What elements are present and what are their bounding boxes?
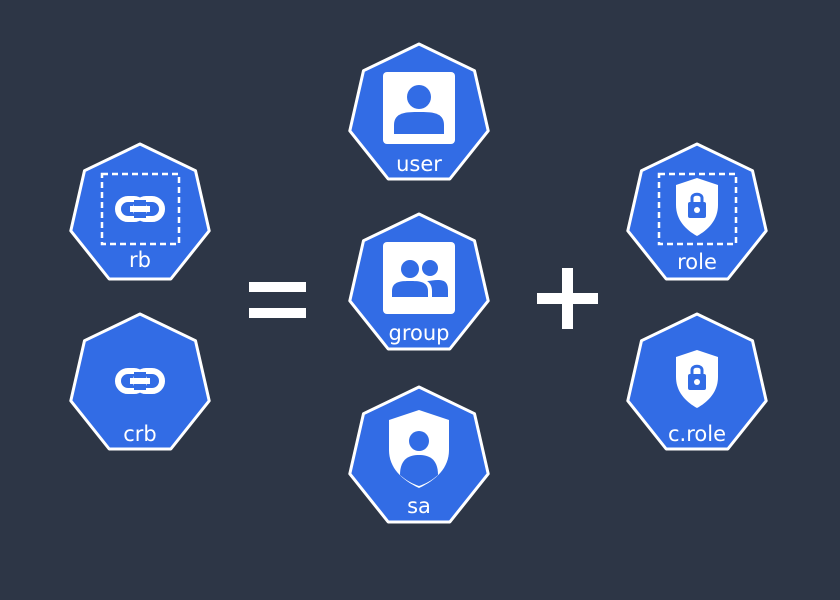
lock-shield-icon	[676, 350, 718, 408]
node-crole: c.role	[626, 312, 768, 451]
group-icon	[383, 242, 455, 314]
service-account-icon	[389, 410, 449, 488]
equals-sign	[249, 282, 306, 318]
node-role: role	[626, 142, 768, 281]
node-sa: sa	[348, 385, 490, 524]
node-label-sa: sa	[407, 494, 431, 518]
node-label-user: user	[396, 152, 442, 176]
link-icon	[115, 368, 165, 394]
dashed-frame	[657, 172, 738, 246]
node-rb: rb	[69, 142, 211, 281]
user-icon	[383, 72, 455, 144]
plus-sign	[537, 268, 598, 329]
node-label-crb: crb	[123, 422, 157, 446]
node-user: user	[348, 42, 490, 181]
lock-shield-icon	[676, 178, 718, 236]
node-group: group	[348, 212, 490, 351]
node-label-group: group	[389, 321, 450, 345]
node-label-crole: c.role	[668, 422, 726, 446]
node-crb: crb	[69, 312, 211, 451]
node-label-rb: rb	[129, 248, 151, 272]
link-icon	[115, 196, 165, 222]
node-label-role: role	[677, 250, 717, 274]
dashed-frame	[100, 172, 181, 246]
